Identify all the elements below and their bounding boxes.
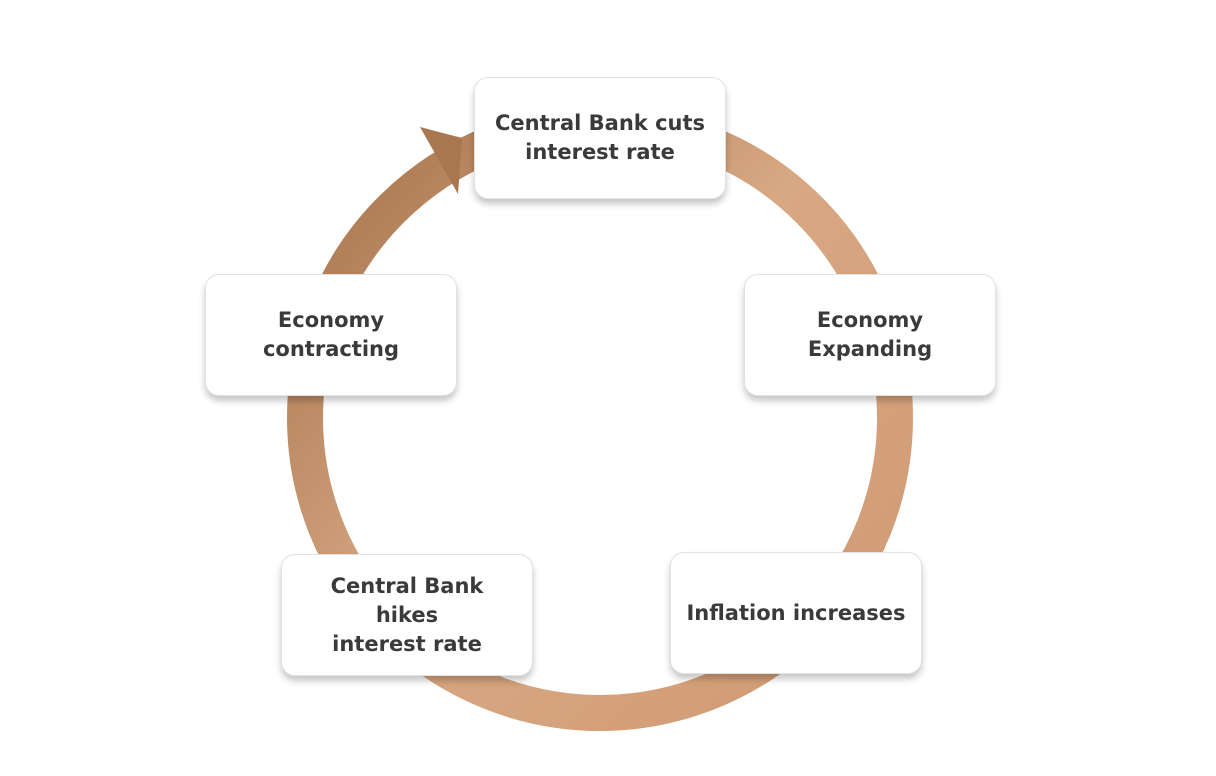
node-inflation-increases: Inflation increases [670, 552, 922, 674]
node-economy-contracting: Economy contracting [205, 274, 457, 396]
node-central-bank-hikes: Central Bank hikes interest rate [281, 554, 533, 676]
cycle-arrowhead [420, 127, 462, 194]
node-economy-expanding: Economy Expanding [744, 274, 996, 396]
node-central-bank-cuts: Central Bank cuts interest rate [474, 77, 726, 199]
